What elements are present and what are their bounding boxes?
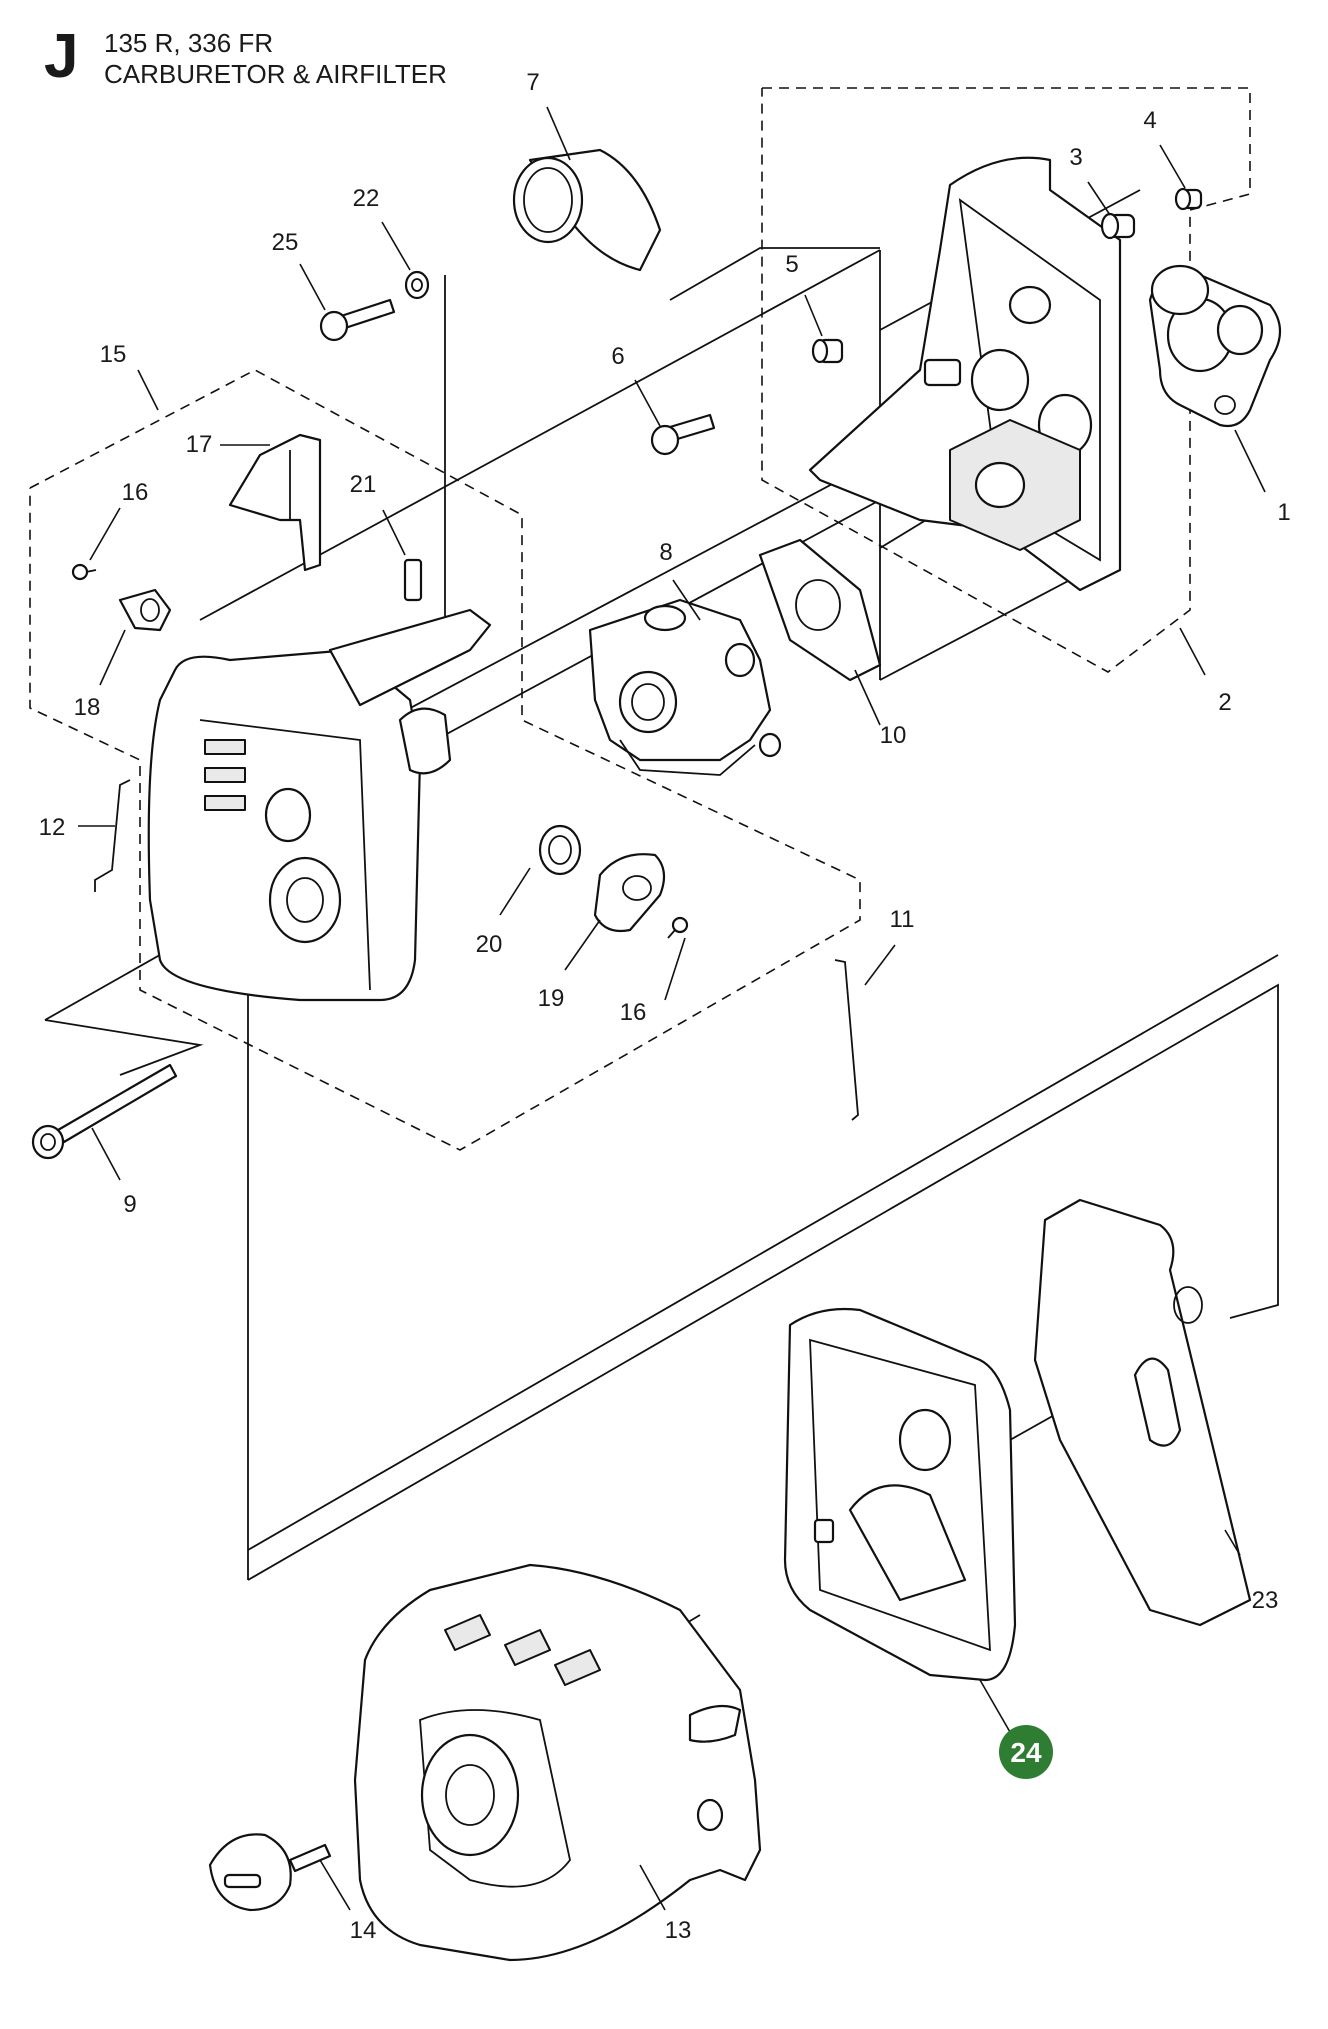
- part-9-long-bolt: [31, 1063, 178, 1160]
- callout-18: 18: [74, 694, 101, 721]
- diagram-title: CARBURETOR & AIRFILTER: [104, 59, 447, 89]
- callout-1: 1: [1277, 499, 1290, 526]
- part-1-intake-gasket: [1148, 264, 1282, 428]
- callout-12: 12: [39, 814, 66, 841]
- callout-3: 3: [1069, 144, 1082, 171]
- section-letter: J: [44, 22, 79, 91]
- part-20-oring: [538, 824, 582, 876]
- part-13-filter-cover: [353, 1563, 762, 1962]
- part-23-filter-element: [1033, 1198, 1252, 1627]
- part-25-screw: [319, 298, 396, 342]
- part-14-cover-knob: [208, 1833, 332, 1912]
- callout-9: 9: [123, 1191, 136, 1218]
- callout-16a: 16: [122, 479, 149, 506]
- callout-20: 20: [476, 931, 503, 958]
- callout-leaders: [78, 106, 1266, 1911]
- part-12-choke-rod: [94, 779, 131, 892]
- callout-25: 25: [272, 229, 299, 256]
- kit-boundary-15: [29, 369, 861, 1151]
- part-18-choke-knob: [118, 588, 172, 632]
- callout-labels: 1 2 3 4 5 6 7 8 9 10 11 12 13 14 15 16 1…: [39, 69, 1291, 1944]
- callout-24-highlight[interactable]: 24: [999, 1725, 1053, 1779]
- callout-7: 7: [526, 69, 539, 96]
- callout-17: 17: [186, 431, 213, 458]
- callout-16b: 16: [620, 999, 647, 1026]
- callout-19: 19: [538, 985, 565, 1012]
- part-10-carb-gasket: [758, 538, 882, 682]
- part-11-throttle-wire: [834, 959, 859, 1121]
- filter-housing: [147, 608, 492, 1002]
- part-4-bushing: [1174, 187, 1203, 211]
- callout-22: 22: [353, 185, 380, 212]
- callout-21: 21: [350, 471, 377, 498]
- part-16-screw-top: [71, 563, 97, 581]
- highlight-badge: [999, 1725, 1053, 1779]
- model-list: 135 R, 336 FR: [104, 28, 274, 58]
- part-22-washer: [404, 270, 430, 300]
- callout-23: 23: [1252, 1587, 1279, 1614]
- part-16-screw-bottom: [667, 916, 689, 939]
- callout-13: 13: [665, 1917, 692, 1944]
- callout-4: 4: [1143, 107, 1156, 134]
- part-6-screw: [650, 413, 716, 456]
- part-17-choke-plate: [228, 433, 322, 572]
- part-3-bushing: [1100, 212, 1136, 240]
- callout-14: 14: [350, 1917, 377, 1944]
- part-5-spacer: [811, 338, 844, 364]
- callout-5: 5: [785, 251, 798, 278]
- part-8-carburetor: [588, 598, 782, 776]
- callout-10: 10: [880, 722, 907, 749]
- callout-11: 11: [890, 906, 915, 933]
- callout-8: 8: [659, 539, 672, 566]
- callout-24: 24: [1010, 1737, 1042, 1768]
- callout-15: 15: [100, 341, 127, 368]
- callout-6: 6: [611, 343, 624, 370]
- part-7-intake-elbow: [512, 148, 662, 272]
- callout-2: 2: [1218, 689, 1231, 716]
- part-24-filter-frame: [783, 1307, 1017, 1682]
- part-21-clip: [403, 558, 423, 602]
- part-19-plate: [593, 853, 666, 933]
- part-2-filter-base: [808, 156, 1122, 592]
